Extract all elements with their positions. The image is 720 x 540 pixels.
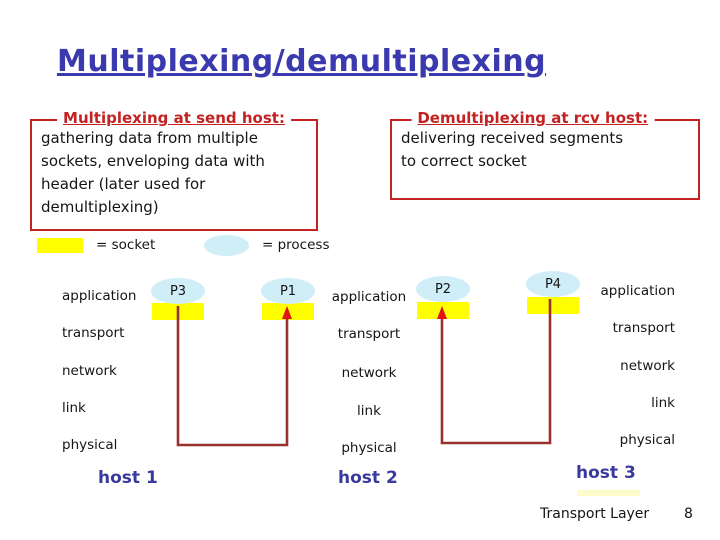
process-legend-swatch (204, 235, 249, 256)
host2-layer-physical: physical (341, 440, 397, 456)
connector-p4-to-p2 (440, 299, 552, 445)
mux-note-box: Multiplexing at send host: gathering dat… (30, 109, 318, 231)
mux-note-header: Multiplexing at send host: (57, 109, 291, 127)
footer-page-number: 8 (684, 506, 693, 522)
host3-layer-transport: transport (612, 320, 675, 336)
socket-p1 (262, 303, 314, 320)
socket-legend-label: = socket (96, 237, 156, 253)
host3-layer-link: link (651, 395, 675, 411)
host1-layer-application: application (62, 288, 137, 304)
socket-legend-swatch (37, 238, 83, 253)
demux-note-line: delivering received segments (401, 129, 624, 147)
mux-note-line: demultiplexing) (41, 198, 159, 216)
process-ellipse-p2: P2 (416, 276, 470, 302)
footer-section-label: Transport Layer (540, 506, 650, 522)
host3-layer-physical: physical (619, 432, 675, 448)
host3-layer-application: application (600, 283, 675, 299)
highlight-artifact (577, 490, 640, 496)
process-legend-label: = process (262, 237, 330, 253)
host1-layer-transport: transport (62, 325, 125, 341)
process-label-p2: P2 (434, 281, 452, 297)
host1-name: host 1 (98, 468, 158, 488)
process-label-p1: P1 (279, 283, 297, 299)
host2-layer-network: network (341, 365, 397, 381)
host1-layer-link: link (62, 400, 86, 416)
connector-p3-to-p1 (176, 306, 289, 447)
demux-note-body: delivering received segments to correct … (392, 121, 698, 173)
socket-p3 (152, 303, 204, 320)
process-label-p4: P4 (544, 276, 562, 292)
page-title: Multiplexing/demultiplexing (57, 44, 547, 79)
host1-layer-physical: physical (62, 437, 118, 453)
host2-layer-application: application (331, 289, 407, 305)
host3-name: host 3 (576, 463, 636, 483)
mux-note-line: header (later used for (41, 175, 206, 193)
socket-p2 (417, 302, 469, 319)
mux-note-line: gathering data from multiple (41, 129, 258, 147)
socket-p4 (527, 297, 579, 314)
demux-note-header: Demultiplexing at rcv host: (411, 109, 655, 127)
mux-note-body: gathering data from multiple sockets, en… (32, 121, 316, 219)
host2-layer-link: link (357, 403, 381, 419)
process-ellipse-p1: P1 (261, 278, 315, 304)
process-ellipse-p3: P3 (151, 278, 205, 304)
demux-note-box: Demultiplexing at rcv host: delivering r… (390, 109, 700, 200)
host3-layer-network: network (620, 358, 675, 374)
demux-note-line: to correct socket (401, 152, 527, 170)
process-ellipse-p4: P4 (526, 271, 580, 297)
host2-layer-transport: transport (337, 326, 401, 342)
host2-name: host 2 (338, 468, 398, 488)
mux-note-line: sockets, enveloping data with (41, 152, 265, 170)
host1-layer-network: network (62, 363, 117, 379)
process-label-p3: P3 (169, 283, 187, 299)
